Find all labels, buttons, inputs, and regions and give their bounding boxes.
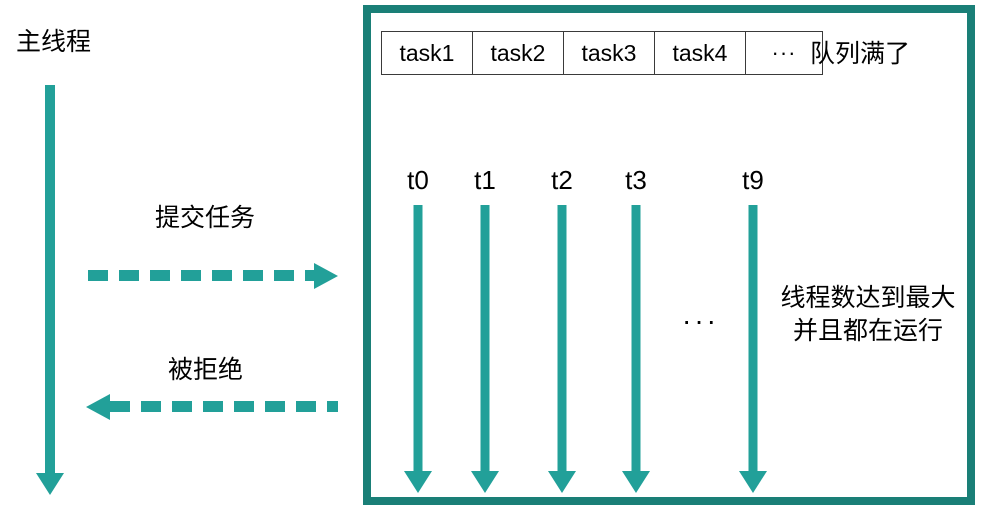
threads-at-max-note: 线程数达到最大 并且都在运行 [780, 283, 956, 345]
worker-thread-arrowhead [739, 471, 767, 493]
worker-thread-stem [557, 205, 567, 473]
flow-submit-task-label: 提交任务 [155, 203, 256, 232]
flow-submit-task-arrow [88, 263, 340, 289]
worker-thread-arrowhead [622, 471, 650, 493]
worker-thread-stem [748, 205, 758, 473]
worker-thread-t0: t0 [403, 165, 433, 495]
worker-thread-label: t0 [407, 165, 429, 195]
worker-threads-ellipsis: ··· [682, 305, 719, 336]
flow-rejected-dashes [110, 401, 338, 412]
worker-thread-stem [413, 205, 423, 473]
flow-submit-task-arrowhead [314, 263, 338, 289]
queue-cell: task1 [382, 32, 473, 74]
worker-thread-stem [480, 205, 490, 473]
worker-thread-t2: t2 [547, 165, 577, 495]
worker-thread-t3: t3 [621, 165, 651, 495]
worker-thread-label: t9 [742, 165, 764, 195]
worker-thread-arrowhead [404, 471, 432, 493]
main-thread-arrow-stem [45, 85, 55, 475]
queue-cell-overflow: ··· [746, 32, 823, 74]
worker-thread-stem [631, 205, 641, 473]
worker-thread-arrowhead [548, 471, 576, 493]
flow-rejected-arrowhead [86, 394, 110, 420]
queue-cell: task3 [564, 32, 655, 74]
flow-rejected-arrow [86, 394, 338, 420]
worker-thread-t1: t1 [470, 165, 500, 495]
worker-thread-t9: t9 [738, 165, 768, 495]
queue-cell: task4 [655, 32, 746, 74]
task-queue: task1 task2 task3 task4 ··· [381, 31, 823, 75]
main-thread-arrow-head [36, 473, 64, 495]
main-thread-label: 主线程 [16, 27, 92, 56]
worker-thread-label: t1 [474, 165, 496, 195]
worker-thread-label: t2 [551, 165, 573, 195]
worker-thread-arrowhead [471, 471, 499, 493]
queue-full-note: 队列满了 [810, 39, 911, 68]
thread-pool-box [363, 5, 975, 505]
worker-thread-label: t3 [625, 165, 647, 195]
queue-cell: task2 [473, 32, 564, 74]
flow-rejected-label: 被拒绝 [168, 355, 244, 384]
flow-submit-task-dashes [88, 270, 316, 281]
